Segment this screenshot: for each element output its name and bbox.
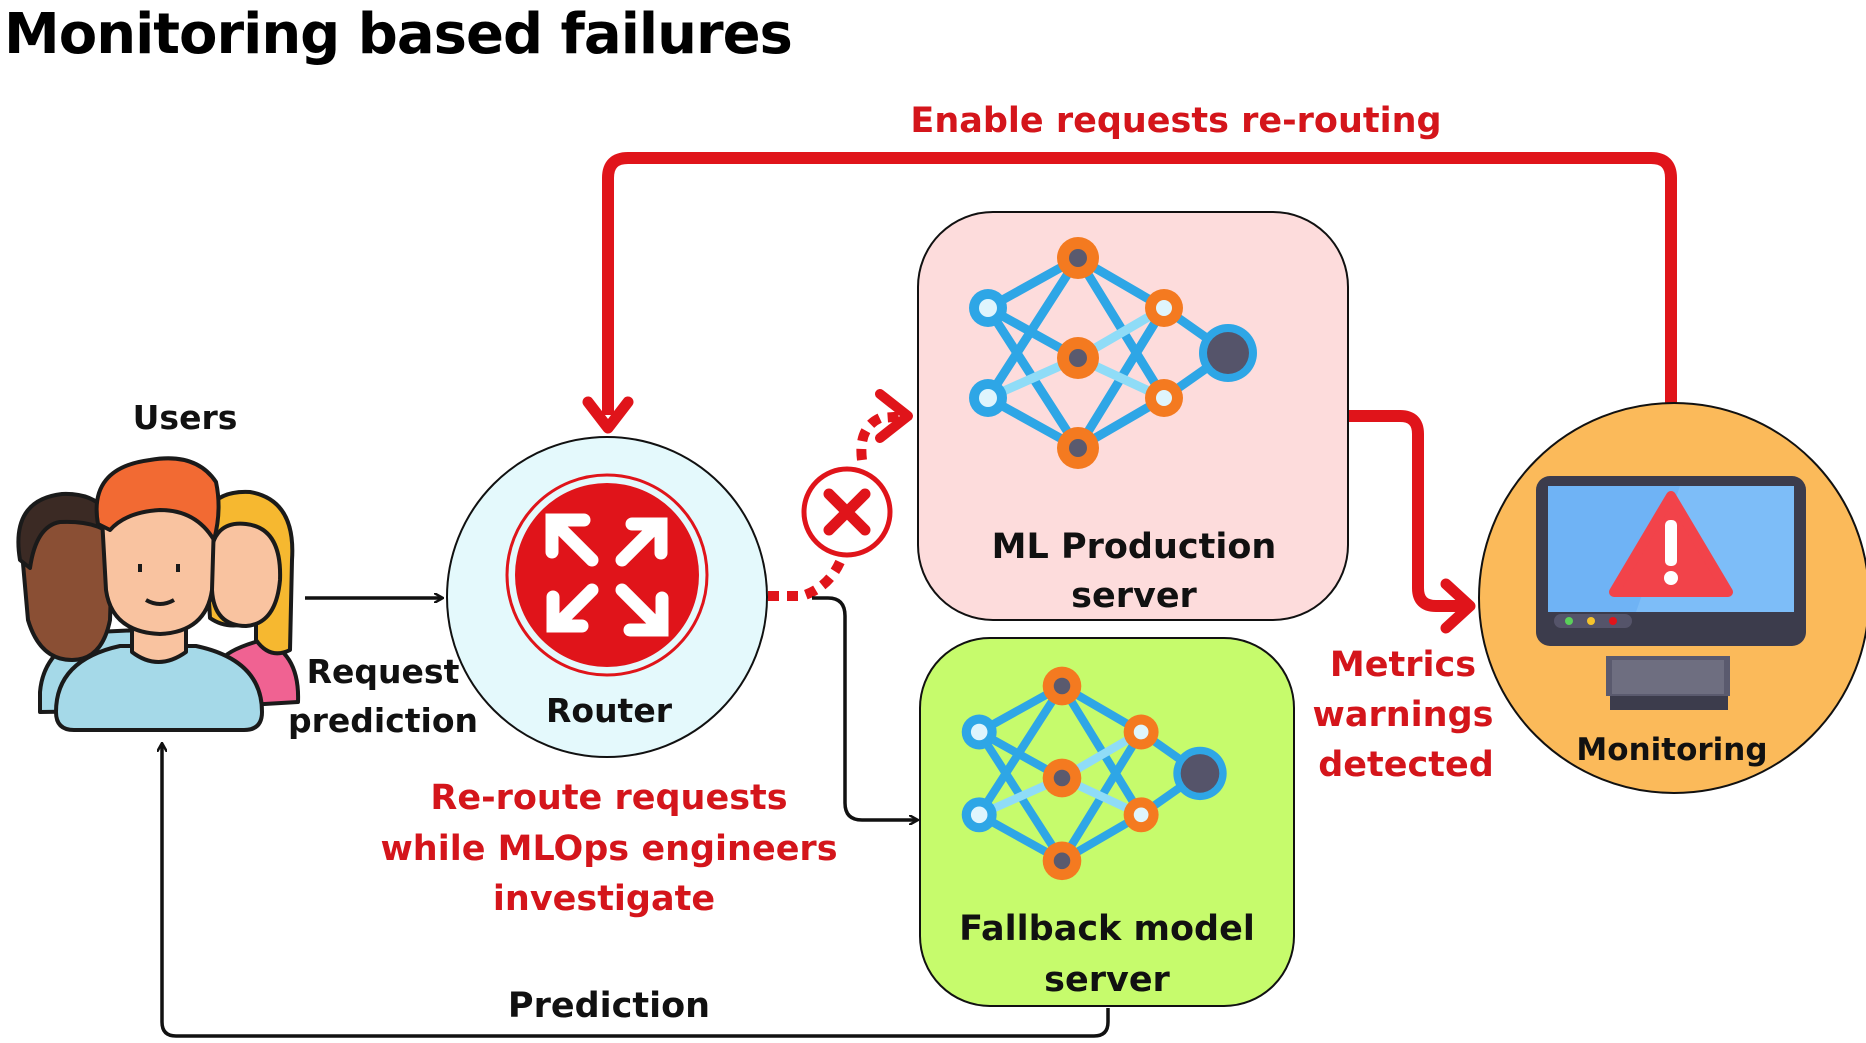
reroute-label-line1: Re-route requests — [430, 778, 787, 818]
router-label: Router — [546, 691, 673, 730]
fallback-label-line2: server — [1044, 960, 1170, 1000]
router-icon — [505, 473, 709, 677]
fallback-label-line1: Fallback model — [959, 909, 1255, 949]
failure-cross-icon — [801, 466, 893, 558]
ml-production-label-line2: server — [1071, 576, 1197, 616]
metrics-label-line1: Metrics — [1330, 645, 1476, 685]
edge-enable-rerouting — [602, 152, 1677, 415]
request-label-line2: prediction — [288, 701, 478, 740]
users-group-icon — [16, 456, 301, 732]
reroute-label-line3: investigate — [493, 879, 715, 919]
edge-failed-route — [768, 411, 909, 601]
edge-prediction — [162, 744, 1110, 1038]
fallback-model-server — [919, 637, 1295, 1007]
monitoring-label: Monitoring — [1576, 732, 1767, 768]
diagram-title: Monitoring based failures — [4, 2, 793, 67]
arrowhead-router — [582, 396, 634, 434]
reroute-label-line2: while MLOps engineers — [380, 829, 837, 869]
monitor-warning-icon — [1536, 476, 1806, 710]
arrowhead-production — [875, 389, 913, 443]
enable-rerouting-label: Enable requests re-routing — [910, 101, 1441, 141]
arrowhead-monitoring — [1440, 578, 1476, 634]
request-label-line1: Request — [307, 652, 460, 691]
edge-metrics-warnings — [1349, 410, 1462, 612]
prediction-label: Prediction — [508, 986, 710, 1026]
users-label: Users — [133, 398, 238, 437]
metrics-label-line2: warnings — [1313, 695, 1494, 735]
ml-production-label-line1: ML Production — [992, 527, 1277, 567]
metrics-label-line3: detected — [1318, 745, 1494, 785]
edge-router-fallback — [812, 596, 917, 820]
